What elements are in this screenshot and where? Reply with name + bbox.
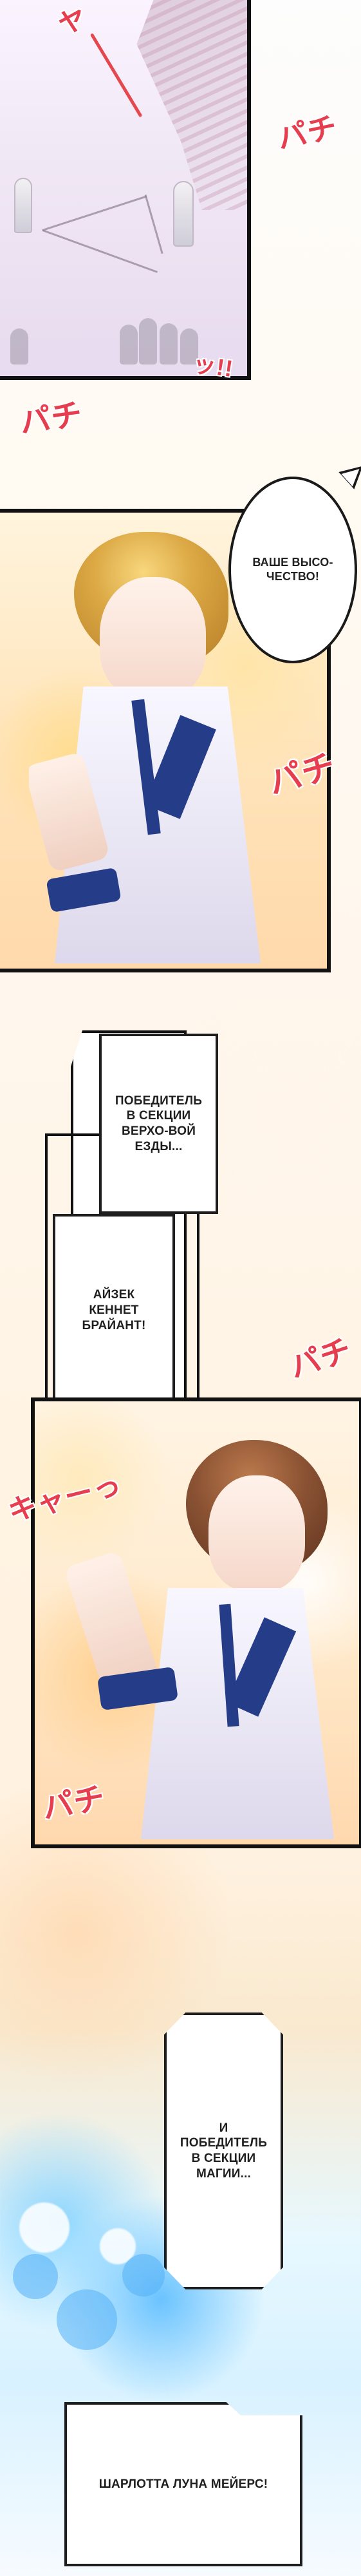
top-sfx-side: ッ!! <box>191 350 236 383</box>
left-student-figure <box>14 178 32 233</box>
speech-bubble-tail <box>338 457 361 489</box>
caption-third: И ПОБЕДИТЕЛЬ В СЕКЦИИ МАГИИ... <box>164 2012 283 2289</box>
bottom-sfx-top: パチ <box>285 1332 356 1385</box>
blue-orb <box>13 2254 58 2299</box>
caption-second: АЙЗЕК КЕННЕТ БРАЙАНТ! <box>53 1214 175 1407</box>
staircase-art <box>136 0 247 210</box>
crowd-silhouette <box>160 323 178 365</box>
blue-orb <box>57 2289 117 2350</box>
crowd-silhouette <box>10 328 28 365</box>
caption-first: ПОБЕДИТЕЛЬ В СЕКЦИИ ВЕРХО-ВОЙ ЕЗДЫ... <box>99 1034 218 1214</box>
caption-fourth: ШАРЛОТТА ЛУНА МЕЙЕРС! <box>64 2402 302 2566</box>
floor-line <box>144 194 163 254</box>
light-orb <box>19 2202 69 2253</box>
speech-bubble-highness: ВАШЕ ВЫСО-ЧЕСТВО! <box>228 477 357 663</box>
crowd-silhouette <box>139 318 157 365</box>
blue-orb <box>122 2254 165 2297</box>
floor-line <box>42 229 158 273</box>
floor-line <box>42 195 147 231</box>
top-sfx-main: パチ <box>274 109 341 156</box>
top-scene-panel <box>0 0 251 380</box>
top-sfx-bottom: パチ <box>17 397 85 440</box>
crowd-silhouette <box>180 328 198 365</box>
crowd-silhouette <box>120 325 138 365</box>
right-student-figure <box>173 181 194 247</box>
